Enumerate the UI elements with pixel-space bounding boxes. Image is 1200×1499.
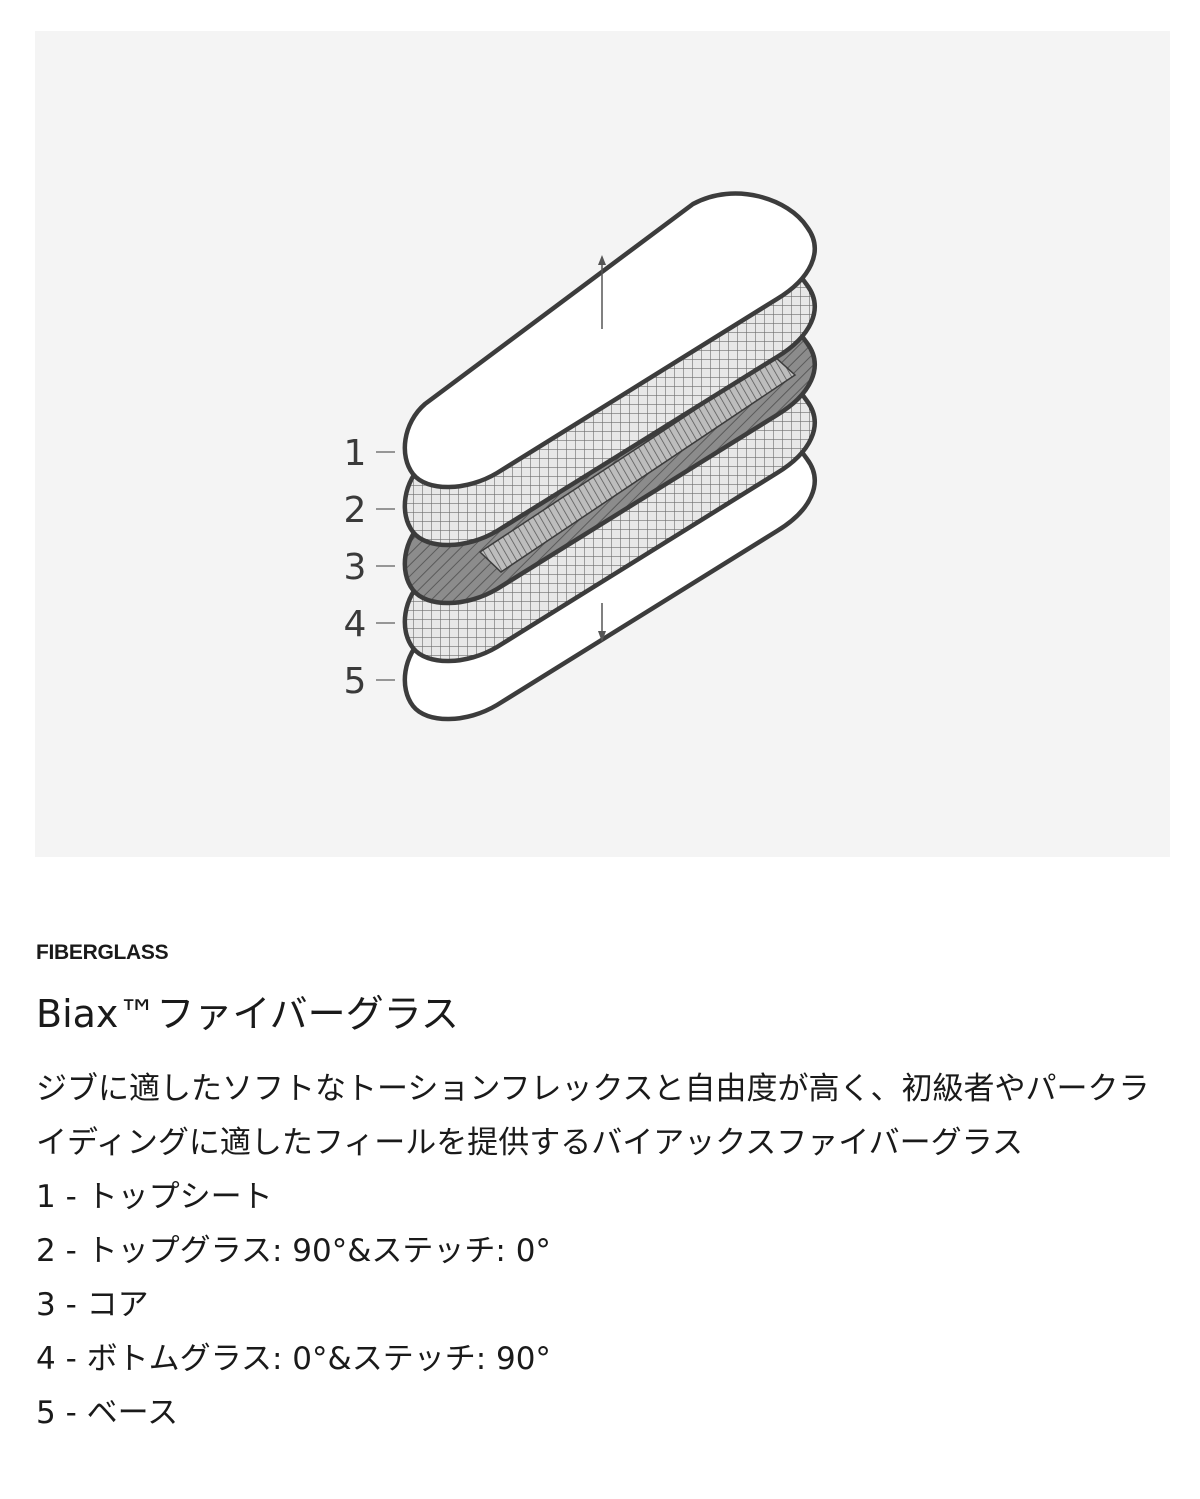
- svg-text:5: 5: [344, 661, 367, 702]
- spec-item-2: 2 - トップグラス: 90°&ステッチ: 0°: [36, 1233, 551, 1269]
- layer-label-3: 3: [344, 547, 395, 588]
- svg-text:1: 1: [344, 433, 367, 474]
- layer-spec-list: 1 - トップシート 2 - トップグラス: 90°&ステッチ: 0° 3 - …: [36, 1170, 1170, 1440]
- layer-3-core: [405, 309, 815, 603]
- spec-item-5: 5 - ベース: [36, 1395, 179, 1431]
- layer-diagram-panel: 1 2 3 4 5: [35, 31, 1170, 857]
- feature-text-block: FIBERGLASS Biax™ファイバーグラス ジブに適したソフトなトーション…: [36, 936, 1170, 1440]
- spec-item-3: 3 - コア: [36, 1287, 149, 1323]
- layer-label-2: 2: [344, 490, 395, 531]
- layer-label-1: 1: [344, 433, 395, 474]
- spec-item-1: 1 - トップシート: [36, 1179, 273, 1215]
- layer-diagram: 1 2 3 4 5: [344, 31, 1170, 857]
- feature-description: ジブに適したソフトなトーションフレックスと自由度が高く、初級者やパークライディン…: [36, 1071, 1150, 1161]
- layer-label-5: 5: [344, 661, 395, 702]
- feature-title: Biax™ファイバーグラス: [36, 992, 459, 1036]
- feature-category: FIBERGLASS: [36, 941, 169, 964]
- layer-label-4: 4: [344, 604, 395, 645]
- spec-item-4: 4 - ボトムグラス: 0°&ステッチ: 90°: [36, 1341, 551, 1377]
- svg-text:2: 2: [344, 490, 367, 531]
- down-arrow-icon: [598, 603, 606, 642]
- svg-text:4: 4: [344, 604, 367, 645]
- svg-text:3: 3: [344, 547, 367, 588]
- up-arrow-icon: [598, 255, 606, 329]
